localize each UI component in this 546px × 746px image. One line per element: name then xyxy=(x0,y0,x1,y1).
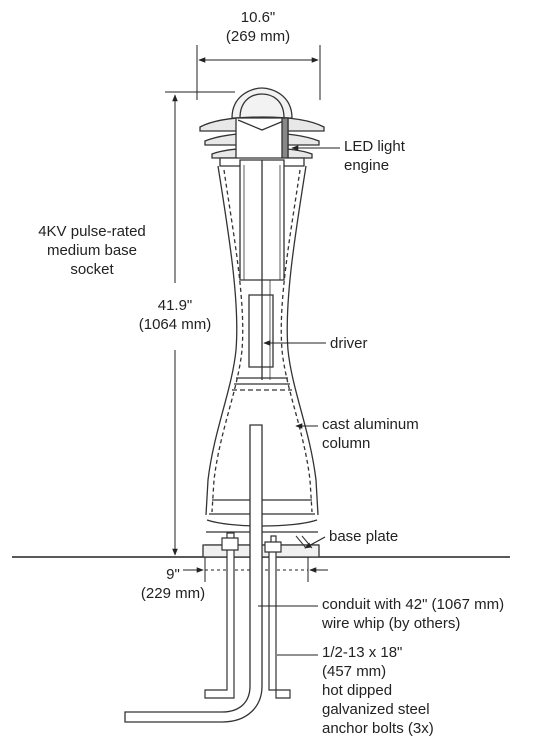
height-inches: 41.9" xyxy=(157,297,193,314)
base-width-label: 9" (229 mm) xyxy=(128,565,218,603)
height-dimension xyxy=(165,92,235,556)
leader-lines xyxy=(258,145,340,655)
column-callout: cast aluminum column xyxy=(322,416,419,452)
base-inches: 9" xyxy=(166,566,180,583)
base-plate-callout: base plate xyxy=(329,528,399,545)
conduit-callout: conduit with 42" (1067 mm) wire whip (by… xyxy=(322,596,505,632)
anchor-bolts xyxy=(205,533,290,698)
base-millimeters: (229 mm) xyxy=(140,585,206,602)
luminaire-cap xyxy=(200,88,324,166)
height-label: 41.9" (1064 mm) xyxy=(125,296,225,334)
driver-callout: driver xyxy=(330,335,368,352)
conduit xyxy=(125,425,262,722)
anchor-bolts-callout: 1/2-13 x 18" (457 mm) hot dipped galvani… xyxy=(322,644,434,737)
socket-callout: 4KV pulse-rated medium base socket xyxy=(38,223,146,278)
width-dimension xyxy=(197,45,320,100)
width-label: 10.6" (269 mm) xyxy=(218,8,298,46)
height-millimeters: (1064 mm) xyxy=(138,316,212,333)
width-millimeters: (269 mm) xyxy=(225,28,291,45)
width-inches: 10.6" xyxy=(240,9,276,26)
led-engine-callout: LED light engine xyxy=(344,138,405,174)
